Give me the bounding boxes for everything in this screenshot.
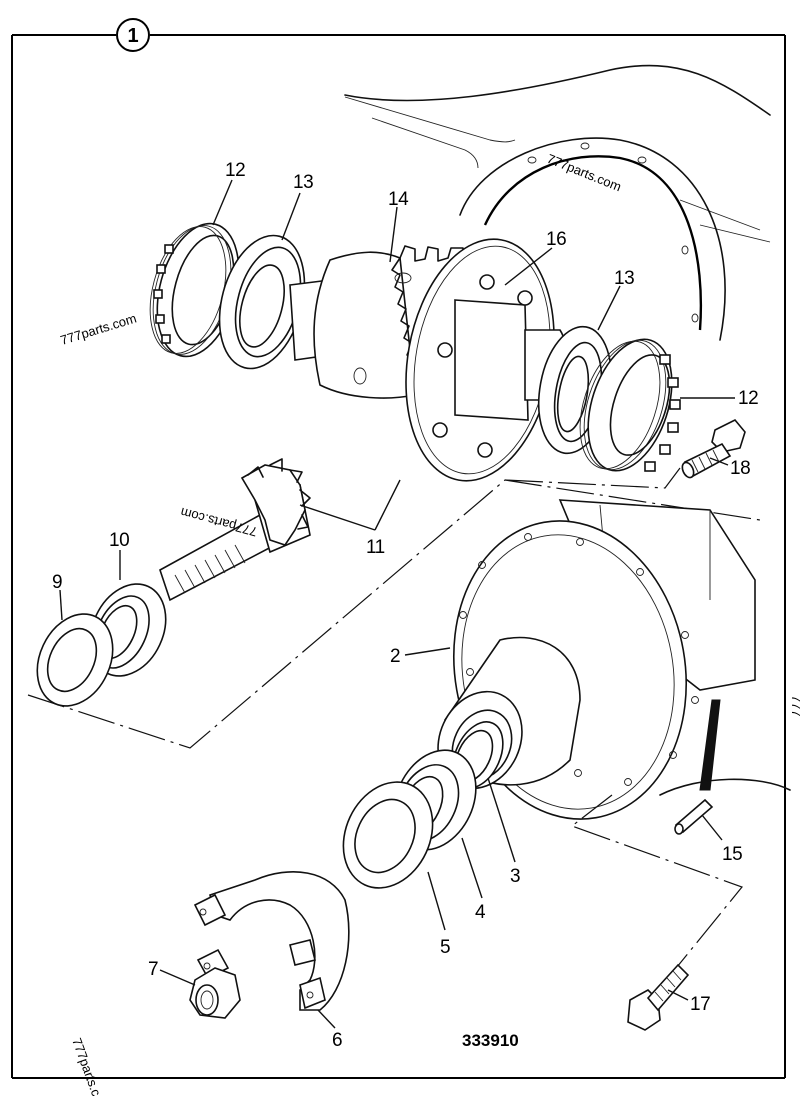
leader-lines (59, 179, 735, 1029)
axle-casing-outline (344, 64, 771, 341)
callout-12-right: 12 (738, 388, 758, 409)
part-9-shim (36, 613, 114, 707)
part-18-bolt (681, 419, 746, 479)
callout-18: 18 (730, 458, 750, 479)
callout-4: 4 (475, 902, 486, 923)
watermark-right-edge: 777 (789, 695, 800, 717)
callout-10: 10 (109, 530, 129, 551)
watermark-left: 777parts.com (58, 310, 138, 347)
callout-2: 2 (390, 646, 400, 667)
part-7-lock-nut (189, 967, 241, 1019)
callout-11: 11 (366, 537, 385, 558)
callout-15: 15 (722, 844, 742, 865)
part-5-oil-seal (342, 781, 434, 889)
callout-7: 7 (148, 959, 158, 980)
part-17-setscrew (627, 963, 690, 1031)
part-12-adjuster-ring-left (149, 222, 240, 358)
part-6-yoke-flange (193, 871, 350, 1011)
diagram-frame (11, 34, 786, 1079)
callout-17: 17 (690, 994, 710, 1015)
drawing-reference-number: 333910 (462, 1031, 519, 1050)
callout-5: 5 (440, 937, 450, 958)
callout-13-left: 13 (293, 172, 313, 193)
watermark-bottom-left: 777parts.c (69, 1036, 104, 1099)
part-12-adjuster-ring-right (579, 338, 681, 472)
part-13-bearing-left (218, 234, 306, 370)
watermark-shaft: 777parts.com (179, 505, 259, 540)
callout-16: 16 (546, 229, 566, 250)
part-14-differential-case (289, 238, 576, 482)
figure-number-badge: 1 (116, 18, 150, 52)
callout-9: 9 (52, 572, 62, 593)
callout-14: 14 (388, 189, 409, 210)
part-11-pinion-shaft (159, 458, 311, 602)
callout-13-right: 13 (614, 268, 634, 289)
callout-6: 6 (332, 1030, 342, 1051)
assembly-guide-left (27, 467, 761, 749)
part-15-roll-pin (659, 778, 791, 835)
callout-12-left: 12 (225, 160, 245, 181)
assembly-guide-right (570, 794, 743, 979)
figure-number: 1 (127, 25, 138, 47)
callout-labels: 12 13 14 16 13 12 18 11 10 9 2 3 4 5 15 … (52, 160, 759, 1051)
callout-3: 3 (510, 866, 520, 887)
